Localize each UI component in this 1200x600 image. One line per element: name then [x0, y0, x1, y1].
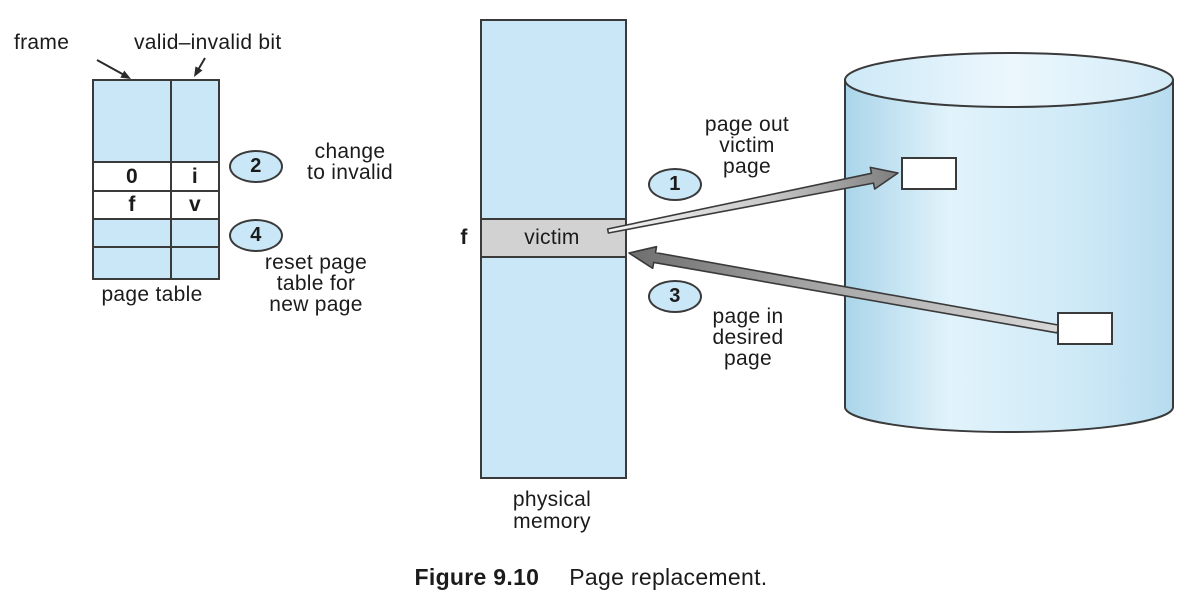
table-row: 0 i [94, 163, 218, 192]
frame-cell: f [94, 192, 172, 218]
valid-bit-pointer-arrow-icon [194, 57, 206, 77]
step-1-number: 1 [669, 173, 681, 195]
backing-store-cylinder [844, 52, 1174, 433]
step-2-badge: 2 [229, 150, 283, 183]
step-1-label: page out victim page [704, 113, 790, 178]
table-row: f v [94, 192, 218, 220]
step-2-label: change to invalid [307, 140, 393, 184]
table-row [94, 220, 218, 248]
frame-cell [94, 220, 172, 246]
page-table: 0 i f v [92, 79, 220, 280]
physical-memory-caption: physical memory [512, 488, 592, 533]
figure-caption-text: Page replacement. [569, 564, 768, 590]
table-row [94, 81, 218, 163]
victim-frame-band [482, 218, 625, 258]
page-table-caption: page table [101, 283, 203, 306]
valid-invalid-bit-label: valid–invalid bit [134, 31, 282, 54]
frame-cell [94, 81, 172, 161]
victim-label: victim [524, 226, 580, 249]
frame-number-label: f [460, 226, 468, 249]
frame-pointer-label: frame [14, 31, 70, 54]
step-2-number: 2 [250, 155, 262, 177]
frame-cell: 0 [94, 163, 172, 190]
frame-cell [94, 248, 172, 278]
table-row [94, 248, 218, 278]
step-3-number: 3 [669, 285, 681, 307]
bit-cell: v [172, 192, 218, 218]
bit-cell: i [172, 163, 218, 190]
step-4-label: reset page table for new page [264, 251, 368, 316]
step-4-number: 4 [250, 224, 262, 246]
bit-cell [172, 248, 218, 278]
frame-pointer-arrow-icon [96, 59, 131, 79]
figure-caption: Figure 9.10 Page replacement. [415, 564, 768, 591]
figure-caption-number: Figure 9.10 [414, 564, 540, 590]
bit-cell [172, 81, 218, 161]
disk-page-out-slot [901, 157, 957, 190]
step-4-badge: 4 [229, 219, 283, 252]
step-3-label: page in desired page [712, 305, 784, 370]
step-3-badge: 3 [648, 280, 702, 313]
bit-cell [172, 220, 218, 246]
disk-page-in-slot [1057, 312, 1113, 345]
step-1-badge: 1 [648, 168, 702, 201]
